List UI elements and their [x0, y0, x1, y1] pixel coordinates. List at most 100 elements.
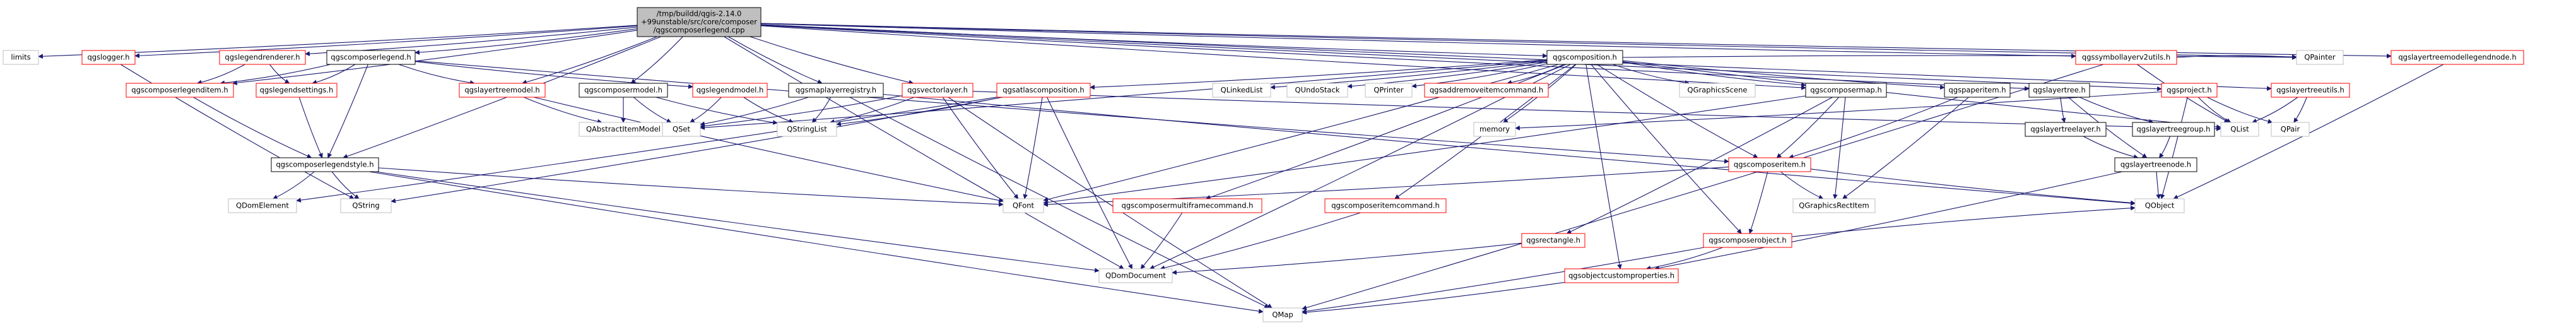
node-qgslegendsettings[interactable]: qgslegendsettings.h — [256, 83, 338, 98]
node-qgsrectangle[interactable]: qgsrectangle.h — [1521, 233, 1585, 248]
node-qgslayertreegroup[interactable]: qgslayertreegroup.h — [2132, 122, 2215, 137]
edge-qgscomposerlegend-to-qgscomposeritem — [415, 60, 1729, 164]
node-box — [1564, 268, 1679, 283]
node-box — [340, 198, 392, 213]
edge-qgslayertreenode-to-qgsobjectcustomproperties — [1654, 171, 2123, 271]
edge-qgsatlascomposition-to-QString — [391, 97, 1003, 203]
node-qgscomposeritem[interactable]: qgscomposeritem.h — [1728, 157, 1811, 172]
node-label: qgscomposeritemcommand.h — [1331, 201, 1440, 210]
node-label: QAbstractItemModel — [586, 125, 661, 134]
node-box — [2028, 83, 2090, 98]
edge-qgscomposerlegend-to-qgscomposerlegenditem — [220, 64, 331, 86]
node-qgsproject[interactable]: qgsproject.h — [2161, 83, 2218, 98]
node-box — [1521, 233, 1585, 248]
node-label: QGraphicsRectItem — [1799, 201, 1869, 210]
node-box — [1286, 83, 1348, 98]
node-QLinkedList: QLinkedList — [1212, 83, 1271, 98]
node-qgscomposerlegendstyle[interactable]: qgscomposerlegendstyle.h — [271, 157, 379, 172]
node-label: QObject — [2145, 201, 2175, 210]
edge-qgsvectorlayer-to-QStringList — [829, 97, 915, 124]
node-qgslogger[interactable]: qgslogger.h — [81, 50, 136, 65]
edge-qgslayertreelayer-to-qgslayertreenode — [2083, 136, 2139, 160]
edge-qgscomposition-to-qgscomposeritem — [1596, 64, 1758, 158]
node-qgsmaplayerregistry[interactable]: qgsmaplayerregistry.h — [788, 83, 884, 98]
node-label: qgslayertreenode.h — [2120, 160, 2191, 169]
edge-qgscomposerlegend-to-qgslayertreemodel — [398, 64, 475, 85]
edge-qgsvectorlayer-to-QSet — [700, 95, 903, 129]
node-label: +99unstable/src/core/composer — [641, 18, 757, 27]
node-label: qgscomposerobject.h — [1709, 236, 1786, 245]
node-qgsvectorlayer[interactable]: qgsvectorlayer.h — [902, 83, 973, 98]
node-box — [219, 50, 306, 65]
node-qgscomposition[interactable]: qgscomposition.h — [1546, 50, 1623, 65]
node-label: QDomDocument — [1105, 271, 1166, 280]
edge-qgsproject-to-memory — [1515, 91, 2162, 131]
node-QPainter: QPainter — [2296, 50, 2344, 65]
node-qgslayertreemodel[interactable]: qgslayertreemodel.h — [459, 83, 546, 98]
node-QGraphicsRectItem: QGraphicsRectItem — [1792, 198, 1876, 213]
node-box — [996, 83, 1091, 98]
node-memory: memory — [1473, 122, 1516, 137]
node-label: qgslegendsettings.h — [260, 86, 334, 95]
node-qgscomposermap[interactable]: qgscomposermap.h — [1805, 83, 1887, 98]
node-qgslayertreeutils[interactable]: qgslayertreeutils.h — [2271, 83, 2350, 98]
node-qgscomposerlegend[interactable]: qgscomposerlegend.h — [326, 50, 416, 65]
node-qgslayertreemodellegendnode[interactable]: qgslayertreemodellegendnode.h — [2391, 50, 2524, 65]
edge-qgscomposerlegendstyle-to-QString — [331, 171, 360, 199]
node-label: qgscomposeritem.h — [1734, 160, 1806, 169]
edge-qgsproject-to-QObject — [2160, 97, 2188, 199]
node-label: qgslayertreemodel.h — [464, 86, 539, 95]
node-qgscomposermodel[interactable]: qgscomposermodel.h — [579, 83, 668, 98]
edge-qgsobjectcustomproperties-to-QMap — [1302, 281, 1565, 315]
edge-qgslegendsettings-to-qgscomposerlegendstyle — [298, 97, 323, 158]
node-label: qgslogger.h — [87, 53, 129, 62]
edge-root-to-qgsvectorlayer — [750, 36, 914, 85]
node-qgspaperitem[interactable]: qgspaperitem.h — [1944, 83, 2011, 98]
edge-qgslayertreenode-to-QObject — [2156, 171, 2161, 199]
node-label: QLinkedList — [1221, 86, 1263, 95]
node-qgsaddremoveitemcommand[interactable]: qgsaddremoveitemcommand.h — [1424, 83, 1549, 98]
node-box — [1792, 198, 1876, 213]
node-label: QFont — [1013, 201, 1035, 210]
node-label: qgslayertreeutils.h — [2276, 86, 2344, 95]
node-qgsatlascomposition[interactable]: qgsatlascomposition.h — [996, 83, 1091, 98]
node-qgsobjectcustomproperties[interactable]: qgsobjectcustomproperties.h — [1564, 268, 1679, 283]
node-box — [256, 83, 338, 98]
edge-qgsvectorlayer-to-QMap — [948, 97, 1273, 309]
node-label: qgslayertreelayer.h — [2030, 125, 2100, 134]
node-label: qgscomposerlegenditem.h — [131, 86, 228, 95]
edge-root-to-qgsproject — [760, 24, 2162, 92]
node-label: QList — [2230, 125, 2249, 134]
node-qgslayertreelayer[interactable]: qgslayertreelayer.h — [2025, 122, 2107, 137]
node-qgscomposeritemcommand[interactable]: qgscomposeritemcommand.h — [1324, 198, 1447, 213]
node-label: /qgscomposerlegend.cpp — [654, 26, 745, 35]
edge-qgscomposerlegendstyle-to-QFont — [378, 167, 1004, 207]
node-qgslayertreenode[interactable]: qgslayertreenode.h — [2114, 157, 2197, 172]
node-qgssymbollayerv2utils[interactable]: qgssymbollayerv2utils.h — [2075, 50, 2177, 65]
edge-qgscomposerobject-to-QObject — [1791, 205, 2136, 237]
node-qgscomposerobject[interactable]: qgscomposerobject.h — [1703, 233, 1792, 248]
node-box — [228, 198, 297, 213]
edge-qgscomposerlegendstyle-to-QMap — [369, 171, 1264, 314]
edge-root-to-qgslayertreeutils — [760, 24, 2272, 91]
node-root[interactable]: /tmp/buildd/qgis-2.14.0+99unstable/src/c… — [637, 7, 762, 37]
node-qgslayertree[interactable]: qgslayertree.h — [2028, 83, 2090, 98]
edge-qgscomposermap-to-qgscomposeritem — [1776, 97, 1840, 158]
node-qgscomposerlegenditem[interactable]: qgscomposerlegenditem.h — [126, 83, 234, 98]
node-box — [692, 83, 768, 98]
node-qgscomposermultiframecommand[interactable]: qgscomposermultiframecommand.h — [1112, 198, 1262, 213]
node-qgslegendmodel[interactable]: qgslegendmodel.h — [692, 83, 768, 98]
edge-qgscomposition-to-qgscomposermap — [1622, 61, 1806, 88]
node-qgslegendrenderer[interactable]: qgslegendrenderer.h — [219, 50, 306, 65]
edge-qgsmaplayerregistry-to-QStringList — [811, 97, 832, 123]
edge-qgslegendmodel-to-QStringList — [743, 97, 794, 124]
edge-root-to-qgslogger — [134, 25, 638, 59]
node-label: qgssymbollayerv2utils.h — [2082, 53, 2170, 62]
node-label: memory — [1479, 125, 1510, 134]
node-label: QPair — [2281, 125, 2300, 134]
edge-qgsatlascomposition-to-QDomDocument — [1047, 97, 1132, 269]
node-box — [637, 7, 762, 37]
node-label: qgslayertree.h — [2033, 86, 2086, 95]
node-QSet: QSet — [662, 122, 701, 137]
edge-qgslayertreegroup-to-qgslayertreenode — [2159, 136, 2171, 158]
